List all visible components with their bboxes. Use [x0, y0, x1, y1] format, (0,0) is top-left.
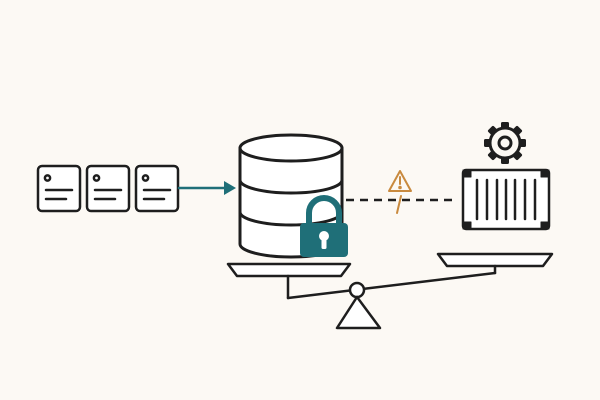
- shipping-container-icon: [461, 168, 551, 231]
- document-icon: [36, 164, 82, 213]
- arrow-right-icon: [177, 181, 236, 195]
- lock-icon: [300, 195, 348, 257]
- document-icon: [134, 164, 180, 213]
- balance-scale-icon: [226, 252, 554, 330]
- gear-icon: [484, 122, 526, 164]
- documents-group: [36, 164, 180, 213]
- document-icon: [85, 164, 131, 213]
- warning-triangle-icon: [388, 170, 412, 214]
